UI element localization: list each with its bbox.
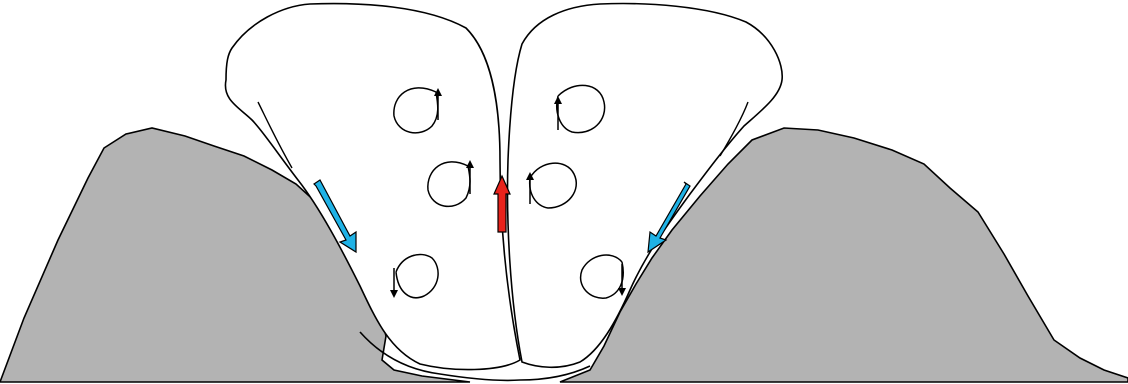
valley-circulation-diagram (0, 0, 1128, 384)
